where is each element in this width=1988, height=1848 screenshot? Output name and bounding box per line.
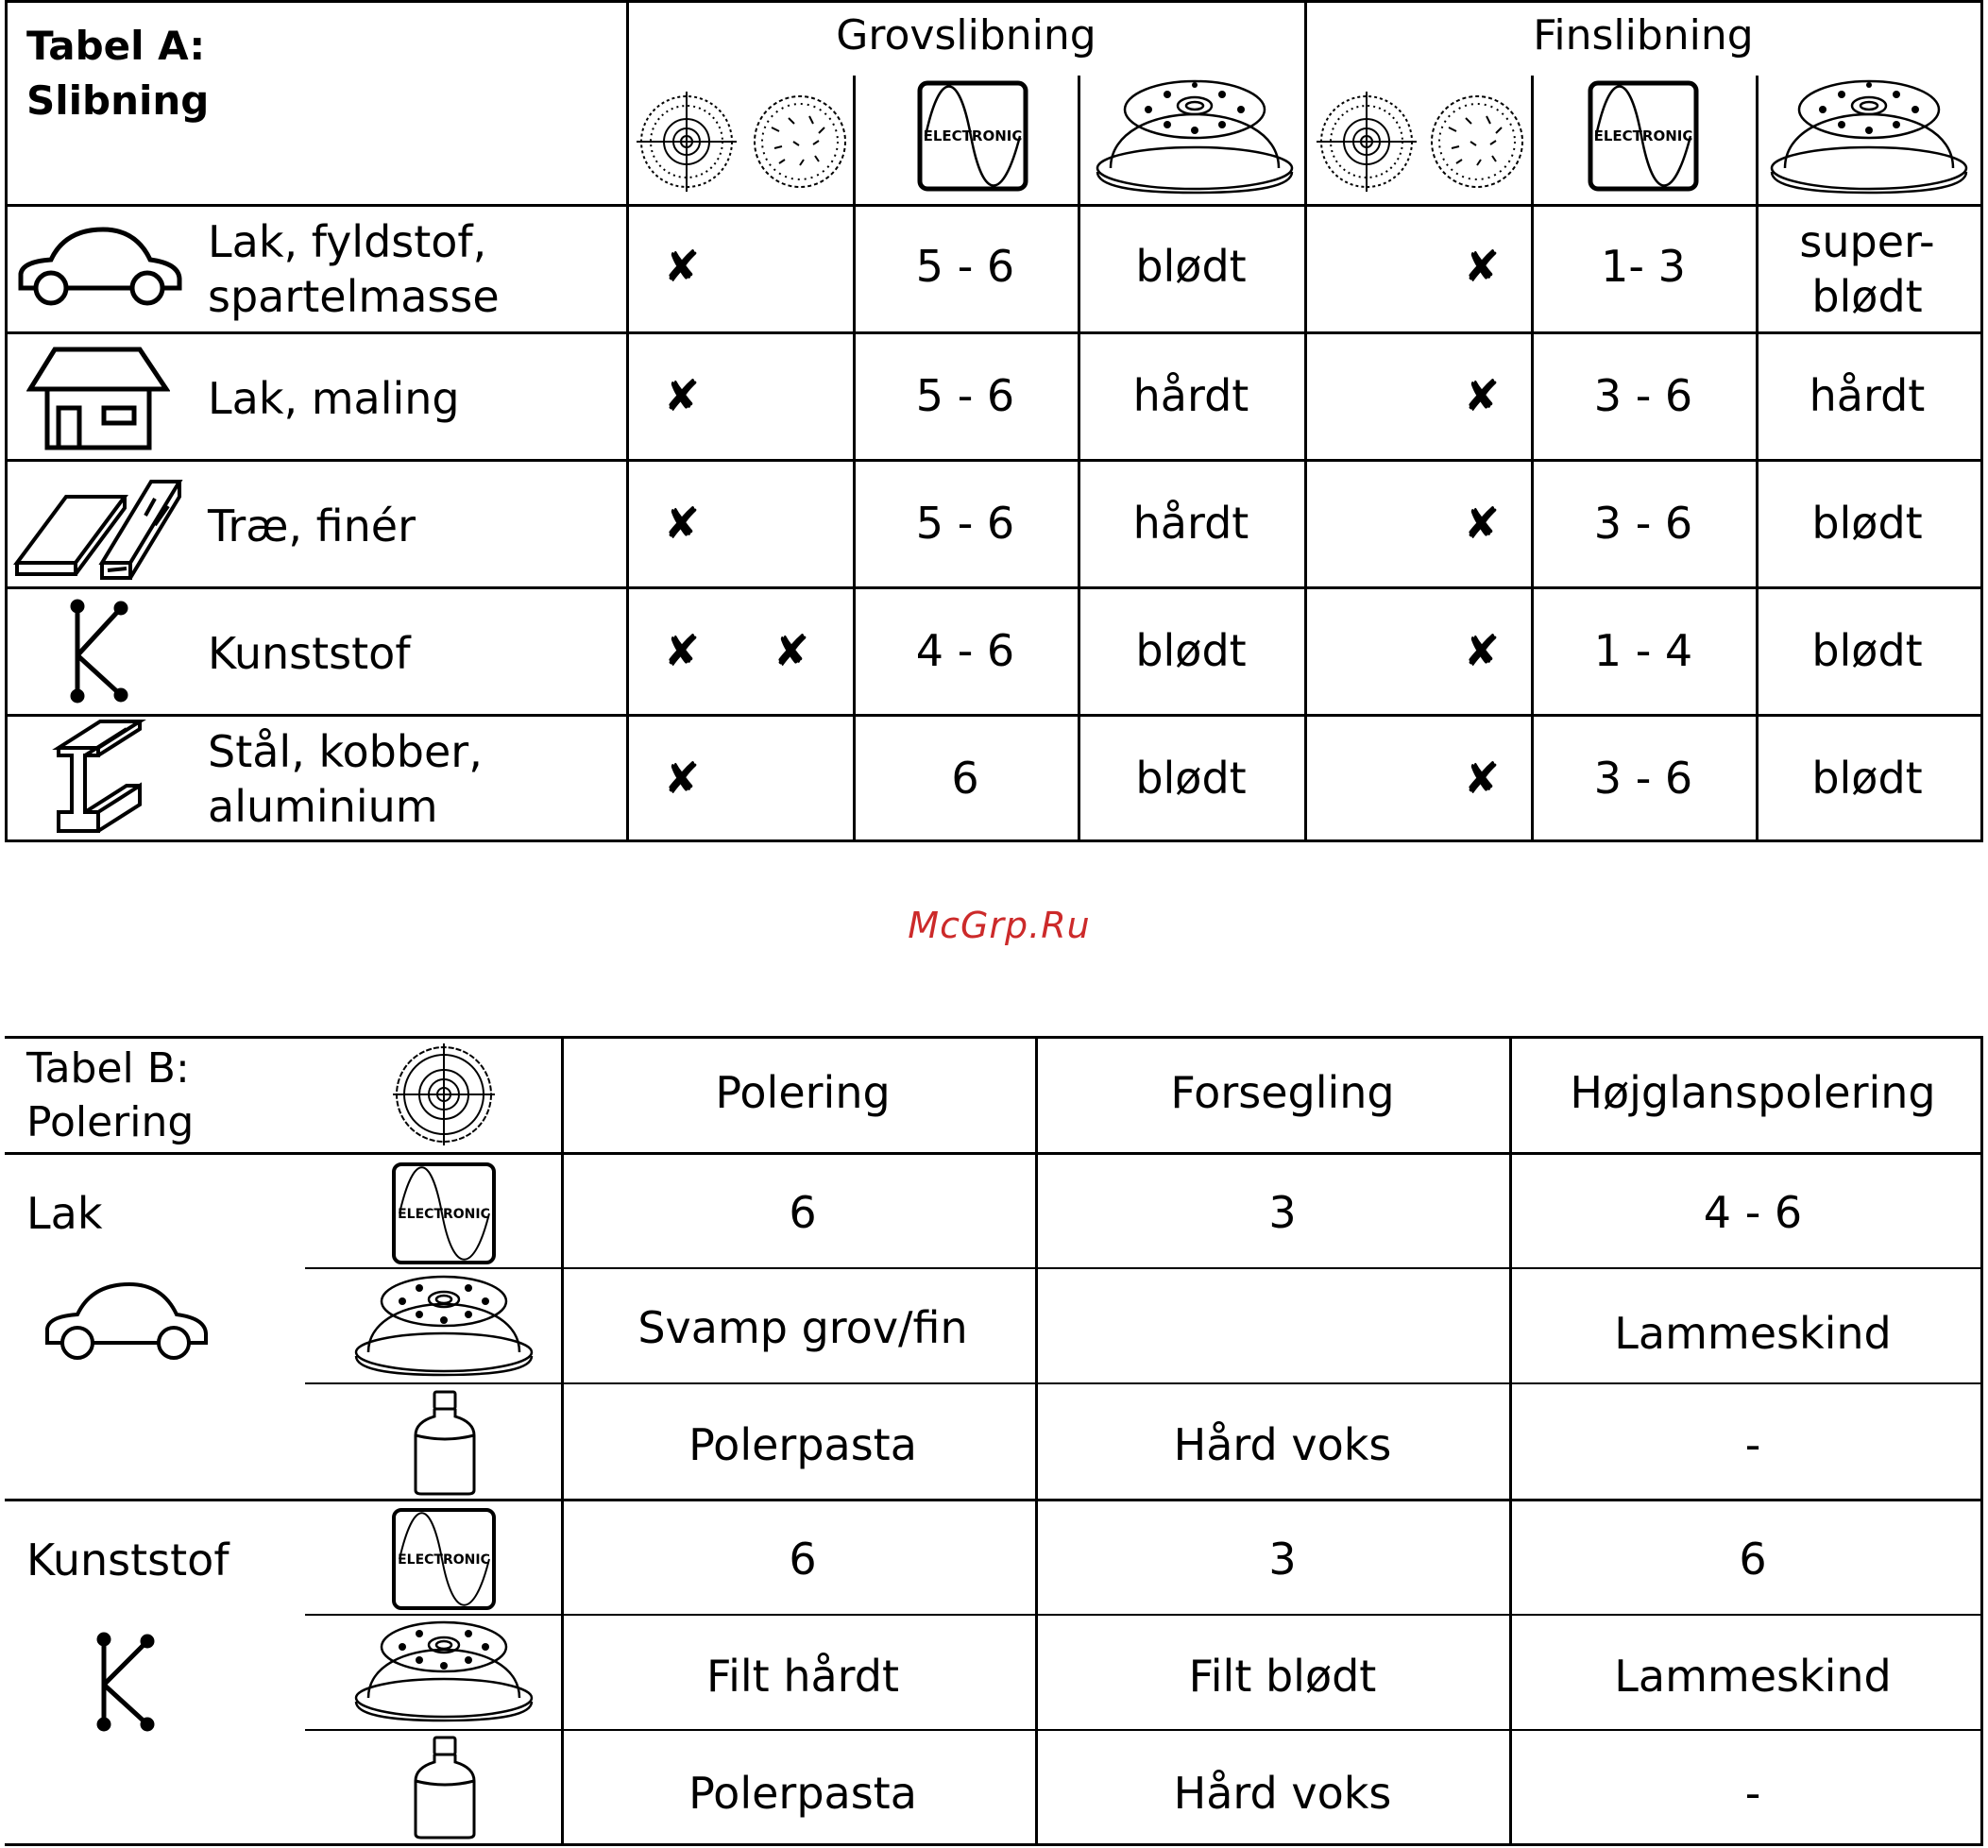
car-icon [18, 227, 182, 306]
row4-coarse-x1: ✘ [663, 625, 701, 676]
row5-material-line1: Stål, kobber, [208, 726, 483, 777]
wood-icon [13, 480, 183, 580]
lak-speed-forsegling: 3 [1268, 1187, 1297, 1238]
row4-fine-x: ✘ [1463, 625, 1501, 676]
lak-agent-polering: Polerpasta [688, 1419, 917, 1470]
row2-fine-x: ✘ [1463, 370, 1501, 421]
row4-fine-speed: 1 - 4 [1593, 625, 1693, 676]
plastic-k-icon [96, 1632, 155, 1732]
row3-fine-x: ✘ [1463, 498, 1501, 549]
lak-pad-polering: Svamp grov/fin [637, 1302, 968, 1353]
kunststof-speed-forsegling: 3 [1268, 1534, 1297, 1585]
kunststof-agent-forsegling: Hård voks [1173, 1768, 1392, 1819]
kunststof-pad-forsegling: Filt blødt [1188, 1651, 1377, 1702]
table-a-title: Tabel A: Slibning [26, 19, 209, 128]
row5-coarse-x1: ✘ [663, 753, 701, 804]
row3-fine-pad: blødt [1811, 498, 1923, 549]
house-icon [26, 347, 170, 450]
car-icon [45, 1281, 208, 1360]
polish-bottle-icon [414, 1390, 476, 1496]
polish-bottle-icon [414, 1736, 476, 1840]
row4-fine-pad: blødt [1811, 625, 1923, 676]
group-header-coarse: Grovslibning [836, 11, 1096, 59]
lak-speed-polering: 6 [789, 1187, 817, 1238]
row1-coarse-pad: blødt [1135, 241, 1247, 292]
row1-fine-pad-line2: blødt [1811, 271, 1923, 322]
row2-fine-speed: 3 - 6 [1593, 370, 1693, 421]
svg-text:ELECTRONIC: ELECTRONIC [1594, 127, 1693, 144]
row1-material-line2: spartelmasse [208, 271, 500, 322]
kunststof-pad-hojglans: Lammeskind [1614, 1651, 1892, 1702]
lak-agent-forsegling: Hård voks [1173, 1419, 1392, 1470]
row1-material-line1: Lak, fyldstof, [208, 216, 487, 267]
electronic-dial-icon: ELECTRONIC [917, 80, 1028, 192]
row1-fine-pad: super- blødt [1799, 214, 1934, 324]
lak-speed-hojglans: 4 - 6 [1703, 1187, 1803, 1238]
lak-agent-hojglans: - [1744, 1419, 1761, 1470]
row3-coarse-pad: hårdt [1132, 498, 1249, 549]
orbital-disc-icon [393, 1043, 495, 1145]
kunststof-speed-hojglans: 6 [1739, 1534, 1767, 1585]
orbital-disc-icon [1317, 92, 1417, 192]
row2-fine-pad: hårdt [1809, 370, 1926, 421]
steel-beam-icon [52, 720, 146, 833]
column-header-polering: Polering [715, 1067, 891, 1118]
group-label-kunststof: Kunststof [26, 1534, 229, 1585]
row2-coarse-x1: ✘ [663, 370, 701, 421]
electronic-dial-icon: ELECTRONIC [1588, 80, 1699, 192]
row5-fine-pad: blødt [1811, 753, 1923, 804]
lak-pad-hojglans: Lammeskind [1614, 1308, 1892, 1359]
orbital-disc-icon [637, 92, 737, 192]
row4-coarse-speed: 4 - 6 [915, 625, 1015, 676]
row5-coarse-pad: blødt [1135, 753, 1247, 804]
row3-coarse-x1: ✘ [663, 498, 701, 549]
kunststof-speed-polering: 6 [789, 1534, 817, 1585]
row2-material: Lak, maling [208, 373, 460, 424]
plastic-k-icon [70, 599, 128, 704]
row2-coarse-pad: hårdt [1132, 370, 1249, 421]
table-a-title-line2: Slibning [26, 77, 210, 124]
table-b-title-line2: Polering [26, 1098, 195, 1146]
row1-coarse-x1: ✘ [663, 241, 701, 292]
table-b-title: Tabel B: Polering [26, 1042, 194, 1149]
row1-fine-speed: 1- 3 [1601, 241, 1686, 292]
row4-coarse-pad: blødt [1135, 625, 1247, 676]
kunststof-pad-polering: Filt hårdt [705, 1651, 900, 1702]
kunststof-agent-polering: Polerpasta [688, 1768, 917, 1819]
kunststof-agent-hojglans: - [1744, 1768, 1761, 1819]
row1-coarse-speed: 5 - 6 [915, 241, 1015, 292]
row3-material: Træ, finér [208, 500, 416, 551]
row1-fine-pad-line1: super- [1799, 216, 1935, 267]
row5-fine-x: ✘ [1463, 753, 1501, 804]
row2-coarse-speed: 5 - 6 [915, 370, 1015, 421]
electronic-dial-icon: ELECTRONIC [392, 1508, 496, 1610]
row5-material: Stål, kobber, aluminium [208, 724, 483, 834]
electronic-dial-icon: ELECTRONIC [392, 1162, 496, 1264]
eccentric-disc-icon [754, 95, 846, 188]
column-header-hojglans: Højglanspolering [1570, 1067, 1936, 1118]
table-a-title-line1: Tabel A: [26, 23, 206, 69]
row1-material: Lak, fyldstof, spartelmasse [208, 214, 500, 324]
backing-pad-icon [354, 1275, 534, 1377]
svg-text:ELECTRONIC: ELECTRONIC [924, 127, 1023, 144]
group-label-lak: Lak [26, 1188, 103, 1239]
backing-pad-icon [1770, 79, 1968, 195]
row4-material: Kunststof [208, 628, 411, 679]
column-header-forsegling: Forsegling [1170, 1067, 1395, 1118]
row3-fine-speed: 3 - 6 [1593, 498, 1693, 549]
backing-pad-icon [354, 1620, 534, 1722]
eccentric-disc-icon [1431, 95, 1523, 188]
svg-text:ELECTRONIC: ELECTRONIC [398, 1552, 490, 1568]
row5-fine-speed: 3 - 6 [1593, 753, 1693, 804]
row5-material-line2: aluminium [208, 781, 438, 832]
watermark: McGrp.Ru [908, 905, 1091, 946]
row4-coarse-x2: ✘ [773, 625, 810, 676]
group-header-fine: Finslibning [1533, 11, 1754, 59]
table-b-title-line1: Tabel B: [26, 1044, 190, 1093]
row5-coarse-speed: 6 [951, 753, 979, 804]
row3-coarse-speed: 5 - 6 [915, 498, 1015, 549]
svg-text:ELECTRONIC: ELECTRONIC [398, 1207, 490, 1222]
row1-fine-x: ✘ [1463, 241, 1501, 292]
backing-pad-icon [1096, 79, 1294, 195]
